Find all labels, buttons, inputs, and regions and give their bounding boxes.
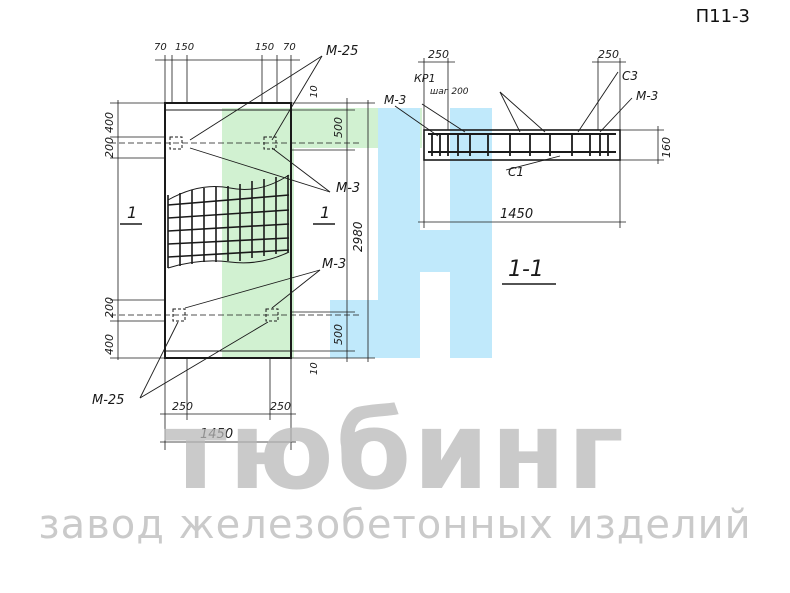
dim-section-250: 250 (428, 48, 449, 61)
label-m25-bottom: М-25 (92, 393, 124, 408)
dim-left-200: 200 (103, 137, 116, 158)
dim-right-500: 500 (332, 117, 345, 138)
watermark-tagline: завод железобетонных изделий (38, 502, 752, 548)
dim-bottom-250: 250 (172, 400, 193, 413)
logo-green-bar (222, 108, 294, 358)
dim-top-70: 70 (283, 42, 296, 53)
dim-section-1450: 1450 (500, 207, 533, 222)
left-dimensions (110, 100, 165, 360)
sheet-code: П11-3 (695, 6, 750, 27)
dim-section-250: 250 (598, 48, 619, 61)
dim-left-400: 400 (103, 334, 116, 355)
right-dimensions (291, 98, 375, 362)
label-m3-low: М-3 (322, 257, 346, 272)
dim-top-150: 150 (175, 42, 194, 53)
label-m3-left: М-3 (384, 93, 406, 107)
dim-right-10: 10 (309, 85, 320, 98)
plan-view: 70 150 150 70 400 200 200 400 1 (92, 42, 375, 450)
dim-section-160: 160 (660, 137, 673, 158)
dim-bottom-250: 250 (270, 400, 291, 413)
section-dimensions (418, 58, 664, 228)
label-step: шаг 200 (430, 87, 469, 97)
slab-outline (164, 102, 292, 359)
label-kr1: КР1 (414, 72, 435, 85)
section-leaders (394, 71, 633, 171)
section-mark-left: 1 (127, 203, 137, 222)
section-title: 1-1 (508, 257, 544, 282)
section-mark-right: 1 (320, 203, 330, 222)
section-view: 250 250 1450 160 КР1 шаг 200 С3 М-3 М-3 … (384, 48, 673, 285)
leaders (139, 55, 331, 399)
dim-left-400: 400 (103, 112, 116, 133)
dim-bottom-1450: 1450 (200, 427, 233, 442)
label-c3: С3 (622, 69, 638, 83)
label-m3-right: М-3 (636, 89, 658, 103)
dim-right-10: 10 (309, 362, 320, 375)
bottom-dimensions (160, 358, 296, 450)
label-c1: С1 (508, 165, 524, 179)
watermark-brand: тюбинг (164, 389, 626, 514)
logo-blue-bar (330, 300, 420, 358)
top-dimensions (155, 55, 300, 103)
dim-top-70: 70 (154, 42, 167, 53)
watermark-logo (222, 108, 492, 358)
mesh-grid (167, 174, 290, 269)
label-m25-top: М-25 (326, 44, 358, 59)
logo-blue-bar (378, 230, 492, 272)
label-m3-mid: М-3 (336, 181, 360, 196)
dim-right-500: 500 (332, 324, 345, 345)
dim-height-2980: 2980 (351, 221, 365, 252)
section-rebar (431, 134, 609, 156)
dim-top-150: 150 (255, 42, 274, 53)
dim-left-200: 200 (103, 297, 116, 318)
